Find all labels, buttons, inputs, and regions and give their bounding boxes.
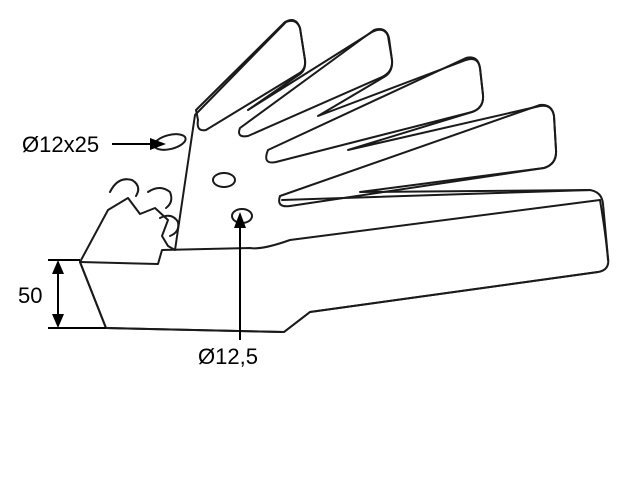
rib-3 (265, 56, 485, 164)
rib-4 (278, 103, 558, 208)
slot-dimension-label: Ø12x25 (22, 132, 99, 157)
front-side-edge (79, 261, 107, 329)
notch-3 (159, 214, 180, 237)
rib-2 (238, 28, 394, 138)
notch-cutouts (109, 178, 180, 237)
notch-1 (109, 178, 140, 197)
height-dimension-line (48, 259, 106, 329)
rib-1 (195, 19, 307, 132)
slot-leader (112, 138, 166, 150)
rib-5 (281, 189, 591, 201)
notch-2 (147, 187, 173, 209)
finger-ribs (195, 19, 591, 208)
hole-leader (234, 212, 246, 340)
hole-dimension-label: Ø12,5 (198, 344, 258, 369)
bottom-edge (105, 271, 599, 333)
body-edges (79, 199, 609, 333)
height-dimension-label: 50 (18, 283, 42, 308)
part-outline (79, 19, 610, 333)
right-end-edge (599, 199, 609, 261)
front-top-edge (79, 199, 601, 265)
center-hole (212, 172, 236, 188)
